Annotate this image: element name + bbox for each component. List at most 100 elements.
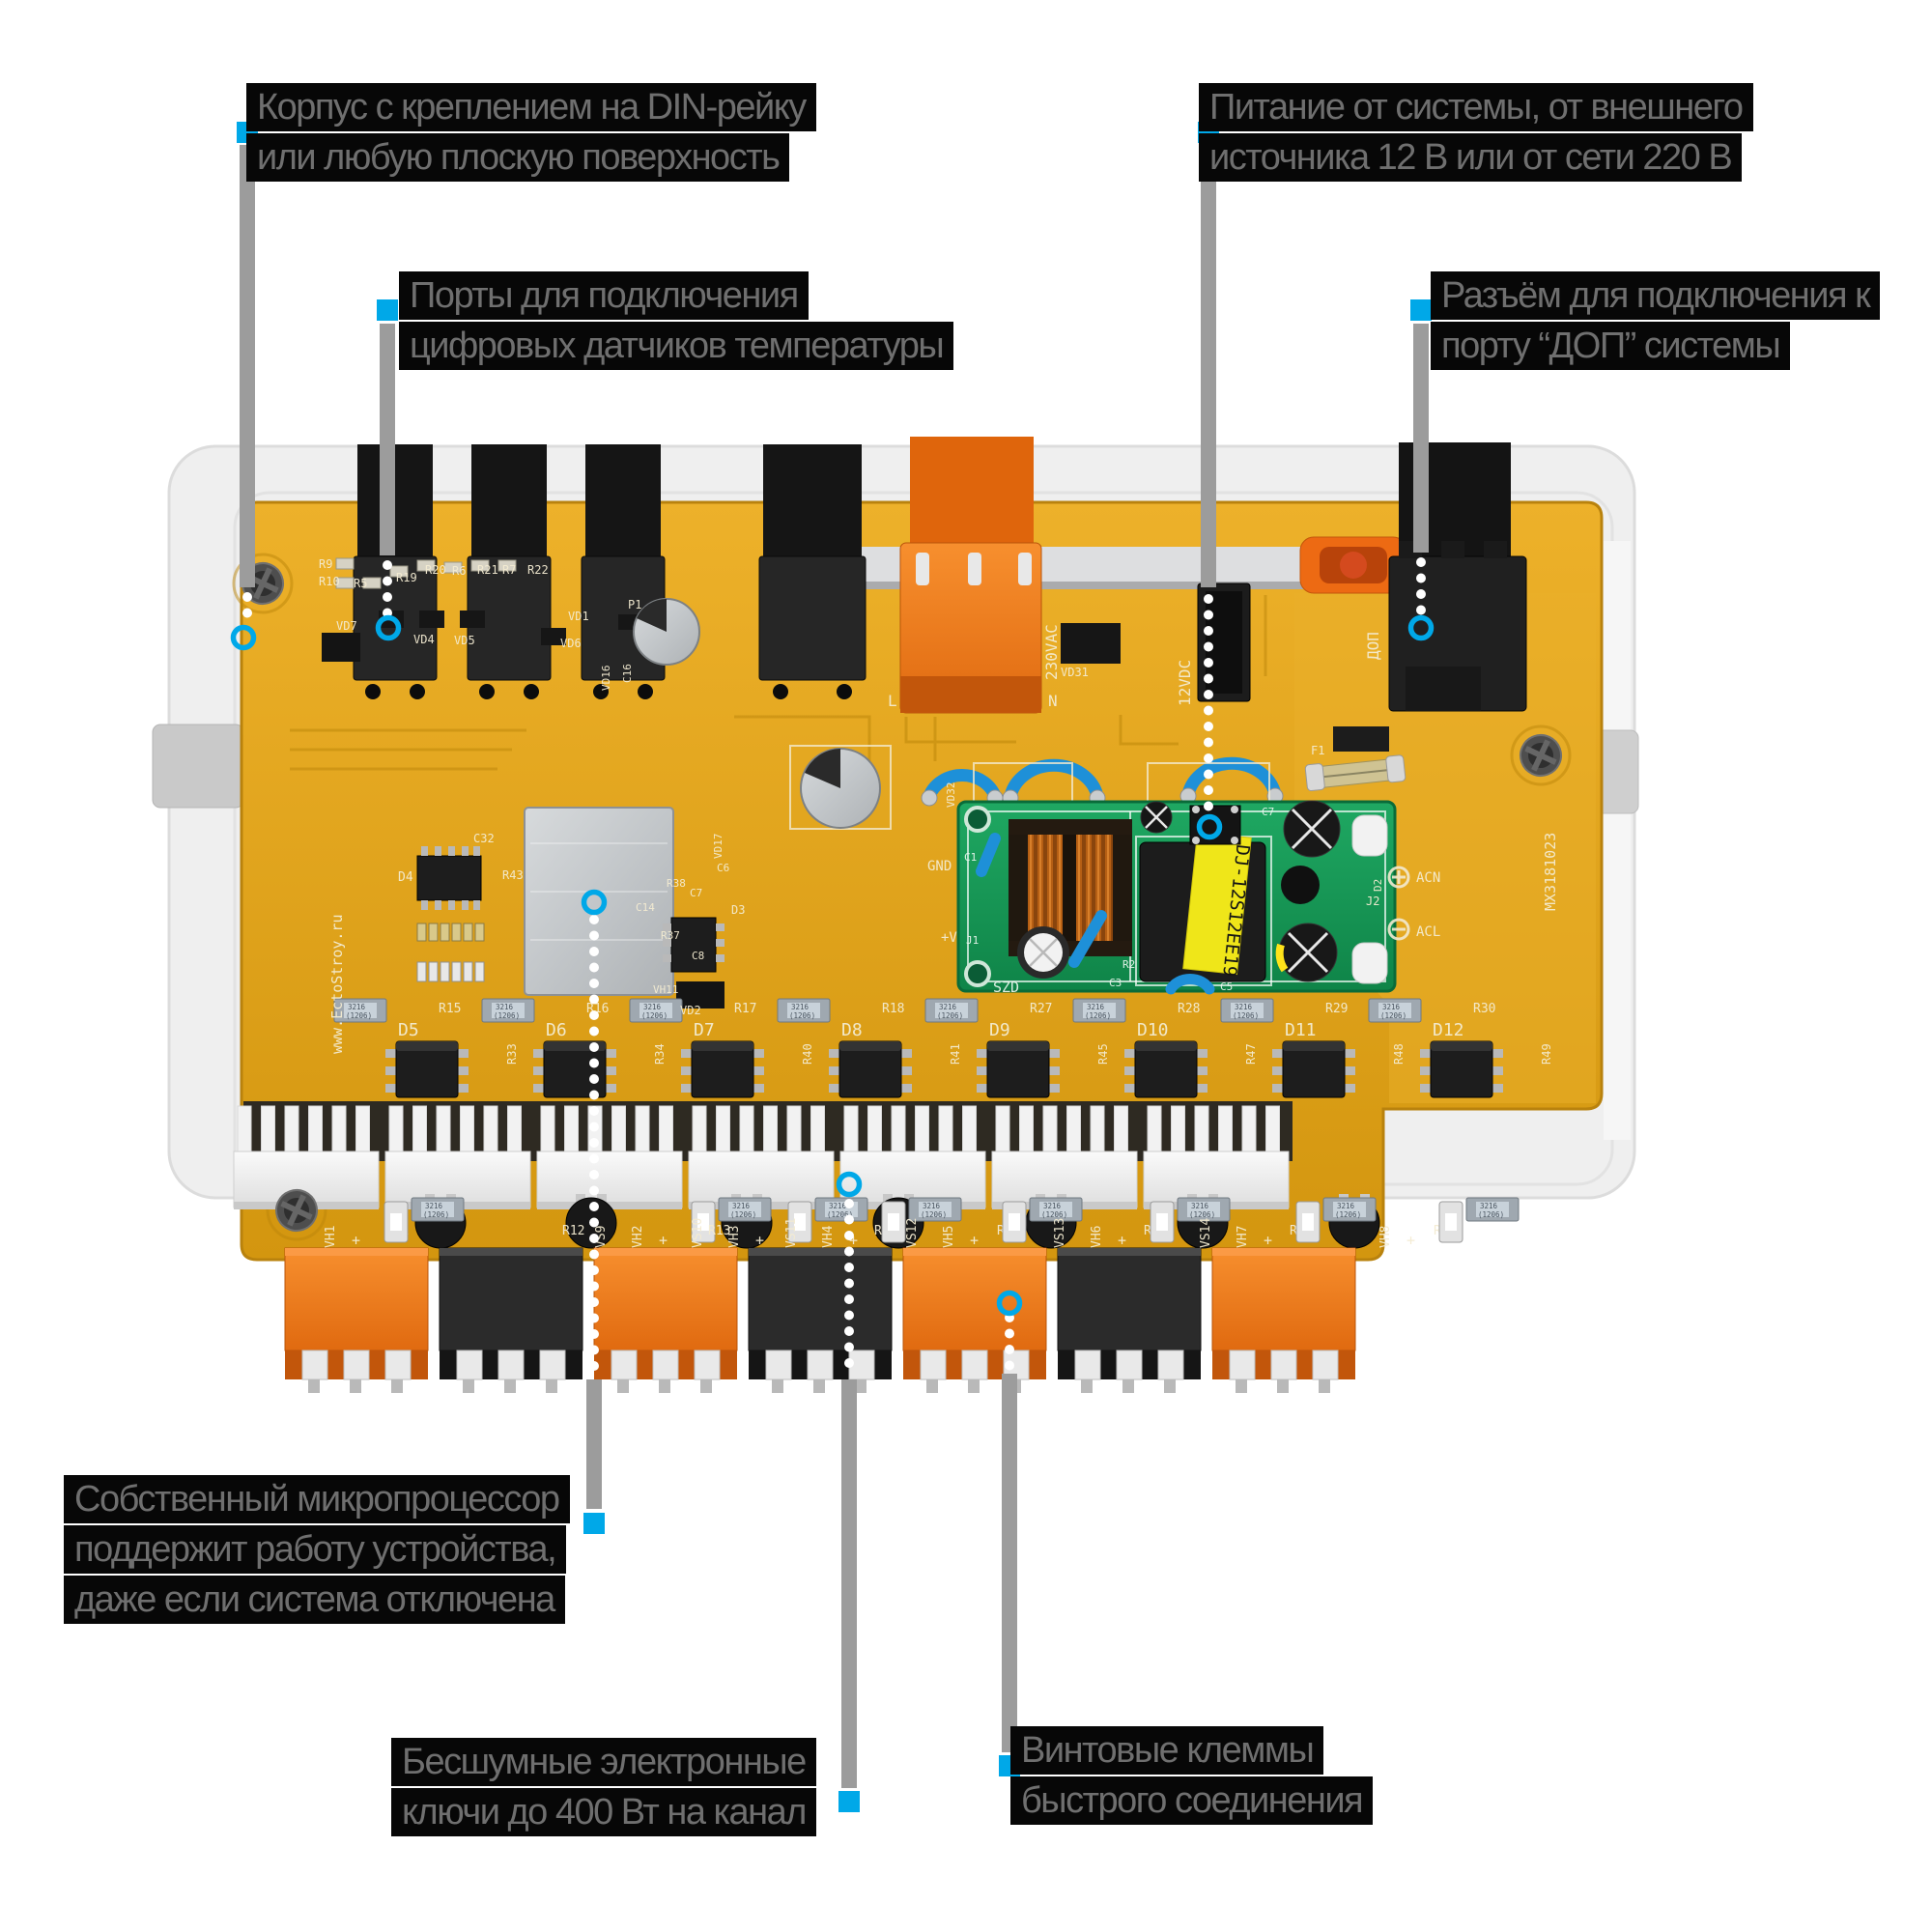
heatsink-fin [810,1105,825,1157]
heatsink-fin [915,1105,929,1157]
pcb-silkscreen-label: VH11 [653,983,679,996]
pcb-silkscreen-label: VS10 [691,1218,705,1248]
pcb-silkscreen-label: MX3181023 [1542,833,1559,911]
diode-vd7 [322,633,360,662]
diode-vd30 [1406,667,1481,711]
heatsink-fin [1194,1105,1209,1157]
annotation-line: Собственный микропроцессор [64,1475,570,1523]
pcb-silkscreen-label: R40 [801,1043,814,1065]
mount-hole [964,960,991,987]
heatsink-fin [1019,1105,1034,1157]
pcb-silkscreen-label: D8 [841,1020,863,1040]
pcb-silkscreen-label: D6 [546,1020,567,1040]
pcb-silkscreen-label: D5 [398,1020,419,1040]
pcb-silkscreen-label: C32 [473,832,495,845]
driver-chip-row: 3216(1206)D5R15R333216(1206)D6R16R343216… [333,998,1553,1098]
terminal-pin-slot [497,1350,525,1380]
pcb-silkscreen-label: R2 [1122,958,1135,971]
pcb-silkscreen-label: VH8 [1378,1226,1393,1248]
pcb-silkscreen-label: VH5 [942,1226,956,1248]
smd-marking: (1206) [346,1011,372,1020]
terminal-pin-slot [1312,1350,1339,1380]
heatsink-fin [843,1105,859,1157]
din-clip-left [152,724,244,809]
annotation-line: быстрого соединения [1010,1776,1374,1825]
heatsink-fin [611,1105,626,1157]
pcb-silkscreen-label: D11 [1285,1020,1317,1040]
annotation-case-mount: Корпус с креплением на DIN-рейку или люб… [246,83,816,182]
smd-marking: 3216 [643,1003,662,1011]
pcb-silkscreen-label: ACL [1416,924,1440,940]
heatsink-fin [436,1105,451,1157]
pcb-silkscreen-label: R33 [505,1043,519,1065]
smd-marking: 3216 [939,1003,957,1011]
psu-cap [1281,866,1320,904]
pcb-silkscreen-label: C1 [964,851,977,864]
pcb-silkscreen-label: VS11 [784,1218,799,1248]
pcb-silkscreen-label: www.EctoStroy.ru [328,915,346,1055]
pcb-silkscreen-label: VD1 [568,610,589,623]
terminal-block-black [1057,1247,1202,1351]
pcb-silkscreen-label: L [888,692,897,710]
smd-marking: (1206) [423,1210,449,1219]
terminal-pin-slot [539,1350,566,1380]
diode-vd2 [676,981,724,1009]
heatsink-fin [540,1105,555,1157]
smd-marking: (1206) [827,1210,853,1219]
pcb-silkscreen-label: ДОП [1364,632,1382,660]
pcb-silkscreen-label: R29 [1325,1002,1348,1016]
annotation-line: порту “ДОП” системы [1431,322,1791,370]
terminal-pin-slot [1074,1350,1101,1380]
pcb-silkscreen-label: GND [927,859,952,874]
ring-terminals [996,1290,1023,1317]
smd-marking: (1206) [1335,1210,1361,1219]
fuse-holder [1299,536,1407,594]
pcb-silkscreen-label: J2 [1366,895,1379,908]
annotation-line: Порты для подключения [399,271,809,320]
pcb-silkscreen-label: C5 [1220,980,1233,993]
heatsink-fin [564,1105,579,1157]
smd-marking: 3216 [923,1202,941,1210]
heatsink-fin [1218,1105,1233,1157]
pcb-silkscreen-label: F1 [1311,744,1324,757]
smd-marking: (1206) [937,1011,963,1020]
plastic-clip [1351,814,1388,857]
smd-marking: 3216 [791,1003,810,1011]
heatsink-fin [1171,1105,1185,1157]
pcb-silkscreen-label: R7 [502,563,516,577]
pcb-silkscreen-label: VD31 [1061,666,1089,679]
heatsink-fin [739,1105,754,1157]
smd-marking: (1206) [789,1011,815,1020]
heatsink-fin [237,1105,252,1157]
smd-marking: (1206) [730,1210,756,1219]
psu-board: DJ-12S12EE19 [956,800,1397,995]
pcb-silkscreen-label: + [659,1232,668,1249]
heatsink-fin [786,1105,802,1157]
pcb-silkscreen-label: R9 [319,557,332,571]
terminal-pin-slot [807,1350,834,1380]
pcb-silkscreen-label: VH7 [1236,1226,1250,1248]
pcb-silkscreen-label: R13 [708,1224,730,1238]
pcb-silkscreen-label: R15 [439,1002,461,1016]
pcb-silkscreen-label: D10 [1137,1020,1169,1040]
case-screw [275,1189,318,1232]
terminal-pin-slot [384,1350,412,1380]
ac-hole-symbols [1387,866,1410,941]
smd-marking: 3216 [1382,1003,1401,1011]
annotation-power-input: Питание от системы, от внешнего источник… [1199,83,1753,182]
pcb-silkscreen-label: R5 [354,577,367,590]
sensor-port-4 [758,444,867,699]
ring-power [1196,813,1223,840]
pcb-silkscreen-label: R6 [452,564,466,578]
pcb-silkscreen-label: R18 [882,1002,904,1016]
pcb-silkscreen-label: + [970,1232,979,1249]
heatsink-fin [355,1105,370,1157]
terminal-block-orange [593,1247,738,1351]
heatsink-fin [483,1105,498,1157]
terminal-pin-slot [694,1350,721,1380]
pcb-silkscreen-label: C8 [692,950,704,962]
pcb-silkscreen-label: R30 [1473,1002,1495,1016]
pcb-silkscreen-label: R41 [949,1043,962,1065]
